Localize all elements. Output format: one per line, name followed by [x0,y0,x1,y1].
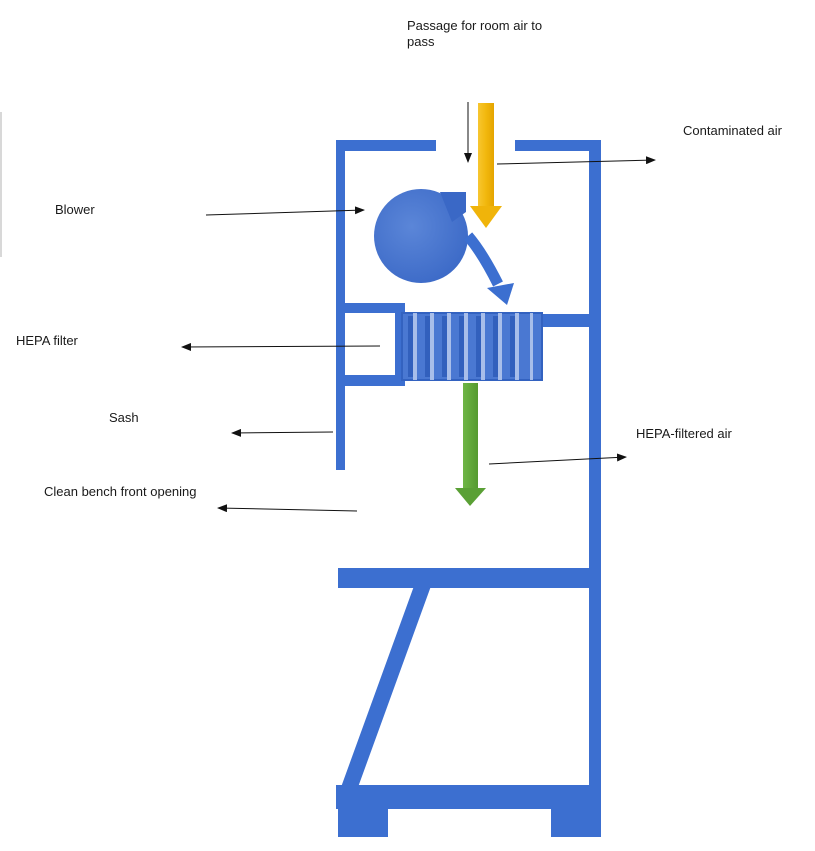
sash-panel [336,140,345,470]
foot-right [551,809,601,837]
diagonal-leg [340,586,431,790]
cabinet-right-wall [589,140,601,835]
blower-outlet-arrow [463,232,514,305]
label-passage: Passage for room air to pass [407,18,543,49]
filtered-air-arrow [455,383,486,506]
pointer-hepa-filtered [488,453,627,465]
blower-unit [374,189,468,283]
plenum-shelf-right [540,314,591,327]
filter-box-side [395,303,405,386]
cabinet-top-left [336,140,436,151]
pointer-blower [205,206,365,216]
left-edge-mark [0,112,2,257]
label-blower: Blower [55,202,95,217]
cabinet-frame [336,140,601,837]
pointer-front-opening [217,504,358,513]
filter-box-bottom [345,375,405,386]
plenum-shelf-left [345,303,405,313]
label-front-opening: Clean bench front opening [44,484,197,499]
pointer-lines [181,102,656,513]
room-air-arrow [470,103,502,228]
label-contaminated-air: Contaminated air [683,123,782,138]
hepa-filter-block [401,312,543,381]
cabinet-top-right [515,140,601,151]
base-bar [336,785,601,809]
foot-left [338,809,388,837]
label-hepa-filtered-air: HEPA-filtered air [636,426,732,441]
pointer-hepa-filter [181,342,381,351]
label-hepa-filter: HEPA filter [16,333,78,348]
label-sash: Sash [109,410,139,425]
work-surface [338,568,590,588]
pointer-sash [231,428,334,437]
pointer-contaminated [496,156,656,165]
